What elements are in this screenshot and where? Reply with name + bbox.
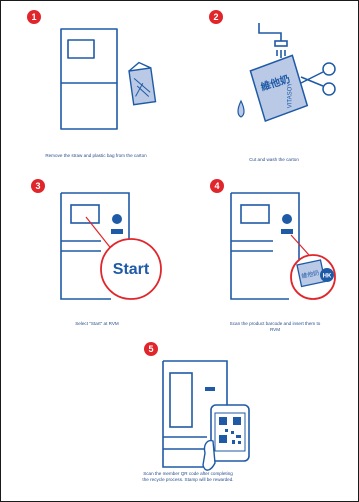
step-1-badge: 1 — [27, 10, 41, 24]
step-2-caption: Cut and wash the carton — [219, 157, 329, 163]
step-3: 3 Start Select "Start" at RVM — [1, 171, 179, 341]
rvm-machine-body — [61, 29, 117, 129]
qr-scan-illustration — [151, 355, 271, 475]
rvm-button-icon — [282, 214, 292, 224]
step-2: 2 維他奶 VITASOY Cut and wash the — [179, 1, 357, 171]
step-4-caption: Scan the product barcode and insert them… — [225, 321, 325, 333]
cut-carton-icon: 維他奶 VITASOY — [249, 54, 309, 122]
rvm-slot — [205, 387, 215, 391]
step-5-caption-line2: the recycle process. Stamp will be rewar… — [131, 477, 245, 483]
rvm-start-illustration: Start — [31, 181, 171, 311]
step-3-caption: Select "Start" at RVM — [47, 321, 147, 327]
step-1-caption: Remove the straw and plastic bag from th… — [41, 153, 151, 159]
step-5: 5 Scan the member QR code after c — [91, 341, 271, 501]
rvm-screen — [241, 205, 269, 223]
step-5-caption: Scan the member QR code after completing… — [131, 471, 245, 483]
hand-icon — [203, 441, 215, 470]
smartphone-icon — [211, 405, 249, 461]
rvm-insert-slot — [281, 229, 293, 234]
rvm-button-icon — [112, 214, 122, 224]
tap-icon — [259, 23, 287, 58]
carton-badge-text: HK — [323, 274, 332, 280]
scissors-icon — [301, 63, 335, 95]
carton-icon — [128, 61, 155, 105]
step-4: 4 維他奶 HK Scan the product barcode and in… — [179, 171, 357, 341]
zoom-pointer — [291, 235, 309, 255]
rvm-with-carton-illustration — [49, 23, 159, 138]
cut-and-wash-illustration: 維他奶 VITASOY — [219, 19, 349, 139]
rvm-screen — [170, 373, 192, 427]
rvm-screen — [71, 205, 99, 223]
step-1: 1 Remove the straw and plastic bag from … — [1, 1, 179, 171]
step-5-badge: 5 — [144, 342, 158, 356]
start-button-label: Start — [113, 261, 150, 278]
carton-side-text: VITASOY — [288, 83, 294, 109]
rvm-screen — [68, 40, 94, 58]
water-drop-icon — [238, 101, 244, 117]
rvm-scan-carton-illustration: 維他奶 HK — [213, 181, 343, 311]
